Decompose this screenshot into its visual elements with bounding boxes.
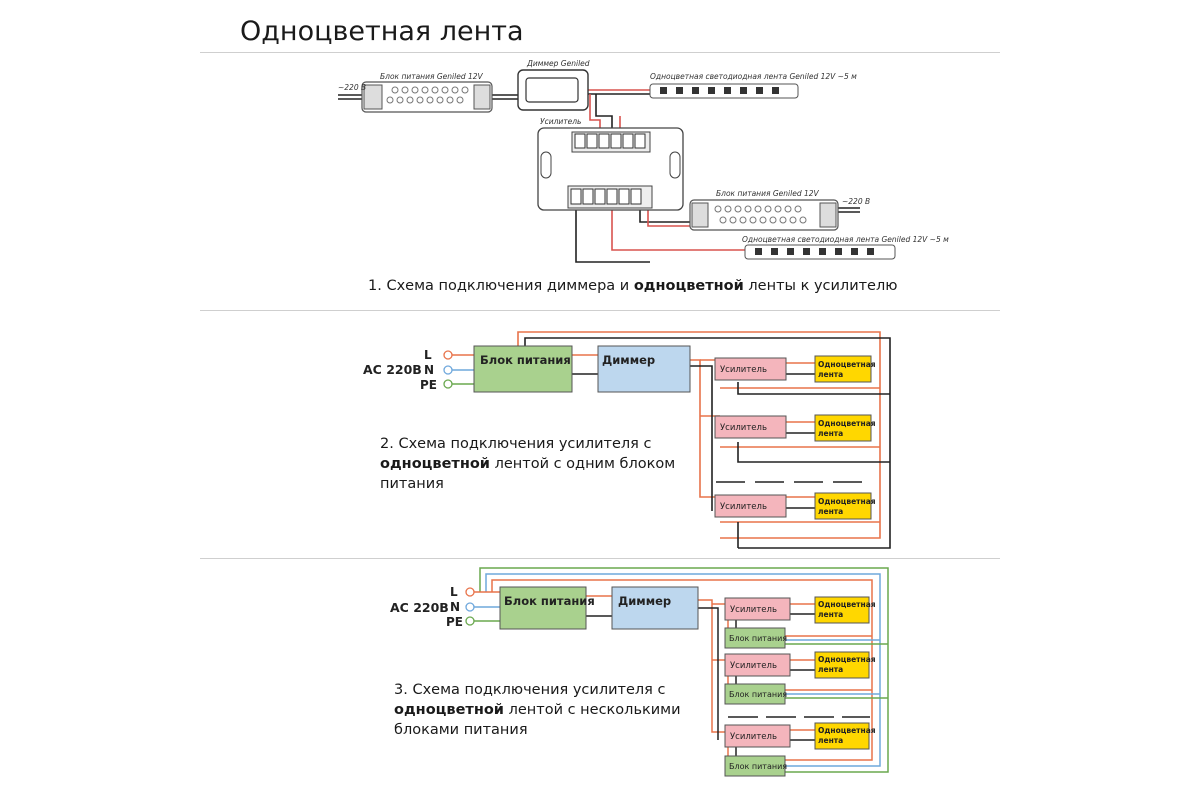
dimmer-label: Диммер bbox=[602, 353, 655, 367]
section-separator-1 bbox=[200, 310, 1000, 311]
small-psu-label-2: Блок питания bbox=[729, 690, 787, 699]
dimmer-label: Диммер bbox=[618, 594, 671, 608]
amplifier-label: Усилитель bbox=[540, 117, 581, 126]
dimmer-label: Диммер Geniled bbox=[526, 59, 590, 68]
psu-block bbox=[499, 586, 587, 630]
dimmer-block bbox=[611, 586, 699, 630]
strip-bottom-label: Одноцветная светодиодная лента Geniled 1… bbox=[742, 235, 949, 244]
scheme1-wiring-illustration: Блок питания Geniled 12V Диммер Geniled … bbox=[338, 59, 949, 263]
strip-label-1a: Одноцветная bbox=[818, 360, 876, 369]
strip-label-3b: лента bbox=[818, 736, 843, 745]
psu-bottom-label: Блок питания Geniled 12V bbox=[716, 189, 820, 198]
scheme1-caption: 1. Схема подключения диммера и одноцветн… bbox=[368, 278, 898, 294]
terminal-l: L bbox=[424, 348, 432, 362]
ac-label: AC 220В bbox=[390, 600, 449, 615]
scheme2-diagram: AC 220В L N PE Блок питания Диммер Усили… bbox=[363, 331, 891, 549]
section-separator-2 bbox=[200, 558, 1000, 559]
small-psu-label-3: Блок питания bbox=[729, 762, 787, 771]
page-title: Одноцветная лента bbox=[240, 16, 524, 47]
amplifier-label-2: Усилитель bbox=[720, 423, 767, 433]
psu-block bbox=[473, 345, 573, 393]
psu-top-module bbox=[361, 81, 493, 113]
terminal-n: N bbox=[424, 363, 434, 377]
amplifier-module bbox=[537, 127, 684, 211]
psu-label: Блок питания bbox=[480, 353, 571, 367]
strip-label-1a: Одноцветная bbox=[818, 600, 876, 609]
small-psu-label-1: Блок питания bbox=[729, 634, 787, 643]
title-separator bbox=[200, 52, 1000, 53]
psu-top-label: Блок питания Geniled 12V bbox=[380, 72, 484, 81]
scheme3-caption: 3. Схема подключения усилителя с одноцве… bbox=[394, 682, 681, 738]
strip-top-label: Одноцветная светодиодная лента Geniled 1… bbox=[650, 72, 857, 81]
terminal-l: L bbox=[450, 585, 458, 599]
psu-bottom-module bbox=[689, 199, 839, 231]
amplifier-label-3: Усилитель bbox=[720, 502, 767, 512]
strip-label-1b: лента bbox=[818, 370, 843, 379]
dimmer-block bbox=[597, 345, 691, 393]
amplifier-label-2: Усилитель bbox=[730, 661, 777, 671]
strip-label-2a: Одноцветная bbox=[818, 419, 876, 428]
amplifier-label-3: Усилитель bbox=[730, 732, 777, 742]
strip-label-2b: лента bbox=[818, 429, 843, 438]
strip-label-1b: лента bbox=[818, 610, 843, 619]
scheme2-caption: 2. Схема подключения усилителя с одноцве… bbox=[380, 436, 676, 492]
strip-top-illustration bbox=[649, 83, 799, 99]
ac-right-label: ~220 В bbox=[842, 197, 870, 206]
strip-label-2a: Одноцветная bbox=[818, 655, 876, 664]
scheme3-diagram: AC 220В L N PE Блок питания Диммер Усили… bbox=[390, 567, 889, 777]
strip-label-3a: Одноцветная bbox=[818, 497, 876, 506]
amplifier-label-1: Усилитель bbox=[730, 605, 777, 615]
amplifier-label-1: Усилитель bbox=[720, 365, 767, 375]
strip-label-2b: лента bbox=[818, 665, 843, 674]
strip-bottom-illustration bbox=[744, 244, 896, 260]
strip-label-3a: Одноцветная bbox=[818, 726, 876, 735]
ac-left-label: ~220 В bbox=[338, 83, 366, 92]
terminal-n: N bbox=[450, 600, 460, 614]
psu-label: Блок питания bbox=[504, 594, 595, 608]
dimmer-module bbox=[517, 69, 589, 111]
terminal-pe: PE bbox=[420, 378, 437, 392]
strip-label-3b: лента bbox=[818, 507, 843, 516]
ac-label: AC 220В bbox=[363, 362, 422, 377]
terminal-pe: PE bbox=[446, 615, 463, 629]
